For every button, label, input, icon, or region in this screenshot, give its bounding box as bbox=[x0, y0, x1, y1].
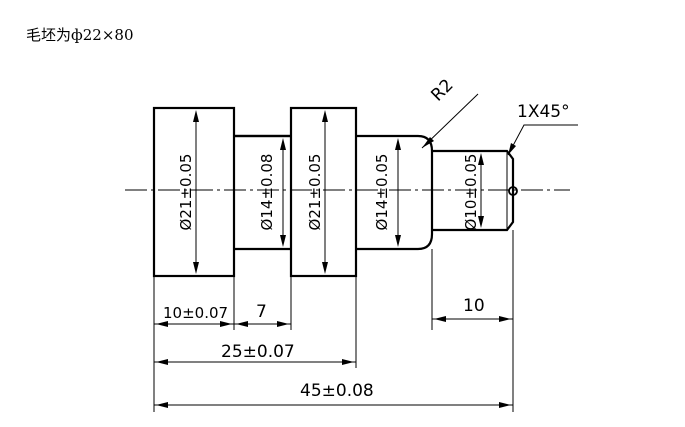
length-dimension-lines bbox=[154, 316, 513, 408]
section-dia21-right bbox=[289, 106, 358, 278]
section-dia21-left bbox=[152, 106, 236, 278]
label-dia14-left: Ø14±0.08 bbox=[258, 154, 276, 231]
blank-size-caption: 毛坯为ф22×80 bbox=[26, 26, 134, 44]
label-dia21-right: Ø21±0.05 bbox=[306, 154, 324, 231]
label-length-45: 45±0.08 bbox=[300, 381, 374, 401]
label-length-7: 7 bbox=[256, 302, 267, 322]
label-dia10: Ø10±0.05 bbox=[462, 154, 480, 231]
label-radius: R2 bbox=[427, 75, 457, 105]
chamfer-leader bbox=[507, 124, 578, 156]
extension-lines bbox=[153, 230, 514, 412]
label-length-10: 10 bbox=[463, 296, 485, 316]
label-length-25: 25±0.07 bbox=[221, 342, 295, 362]
section-dia14-right bbox=[356, 134, 434, 251]
label-dia14-right: Ø14±0.05 bbox=[373, 154, 391, 231]
label-chamfer: 1X45° bbox=[517, 102, 570, 122]
diameter-dimension-lines bbox=[193, 110, 484, 274]
section-dia10 bbox=[432, 149, 515, 232]
shaft-outline bbox=[152, 106, 518, 278]
label-dia21-left: Ø21±0.05 bbox=[177, 154, 195, 231]
label-length-10-tol: 10±0.07 bbox=[163, 304, 228, 322]
center-point bbox=[508, 186, 518, 196]
